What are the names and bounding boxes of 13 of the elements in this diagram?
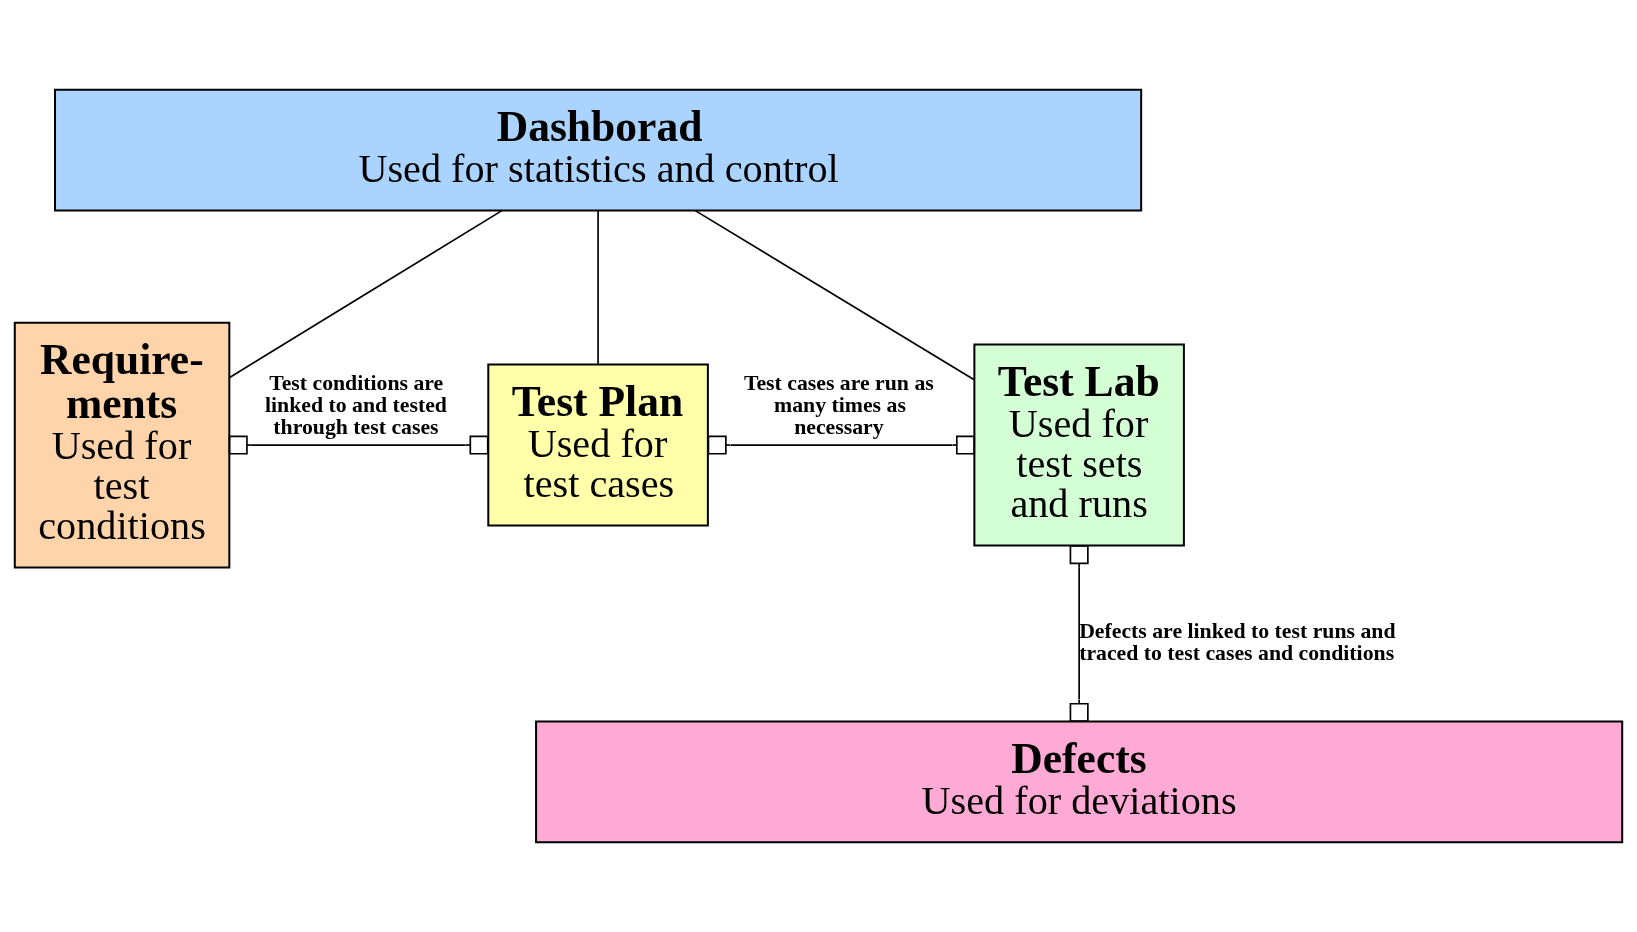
connector — [1069, 545, 1089, 722]
node-box: Defects Used for deviations — [535, 720, 1624, 844]
node-box: Test Plan Used for test cases — [487, 363, 709, 527]
connector — [228, 209, 504, 379]
connector — [694, 209, 975, 381]
edge-label: Test cases are run as many times as necessary — [743, 371, 934, 439]
connector — [707, 435, 976, 455]
edge-label: Test conditions are linked to and tested through test cases — [264, 371, 447, 439]
connector — [228, 435, 489, 455]
connector — [597, 209, 599, 366]
node-box: Test Lab Used for test sets and runs — [973, 343, 1185, 547]
node-box: Dashborad Used for statistics and control — [54, 88, 1143, 212]
node-box: Require- ments Used for test conditions — [13, 321, 231, 569]
